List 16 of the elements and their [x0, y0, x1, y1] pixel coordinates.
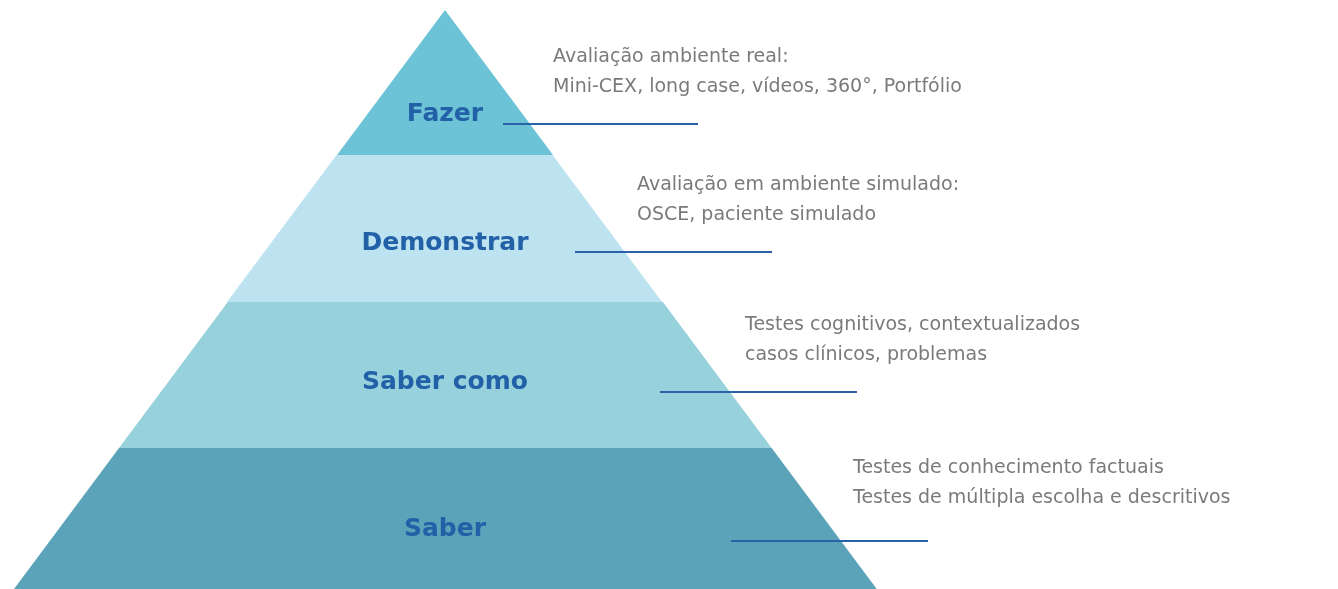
- description-text: Avaliação em ambiente simulado:: [637, 171, 960, 196]
- description-text: Testes de conhecimento factuais: [853, 454, 1165, 479]
- level-label: Saber: [403, 512, 486, 542]
- leader-line: [659, 391, 858, 393]
- description-text: Mini-CEX, long case, vídeos, 360°, Portfólio: [553, 73, 962, 98]
- level-label: Demonstrar: [361, 226, 529, 256]
- description-text: Avaliação ambiente real:: [553, 43, 790, 68]
- description-text: OSCE, paciente simulado: [637, 201, 878, 226]
- level-label: Saber como: [362, 365, 528, 395]
- leader-line: [574, 251, 773, 253]
- description-text: casos clínicos, problemas: [745, 341, 989, 366]
- leader-line: [730, 540, 929, 542]
- description-text: Testes cognitivos, contextualizados: [745, 311, 1081, 336]
- level-label: Fazer: [406, 97, 484, 127]
- leader-line: [502, 123, 699, 125]
- description-text: Testes de múltipla escolha e descritivos: [853, 484, 1231, 509]
